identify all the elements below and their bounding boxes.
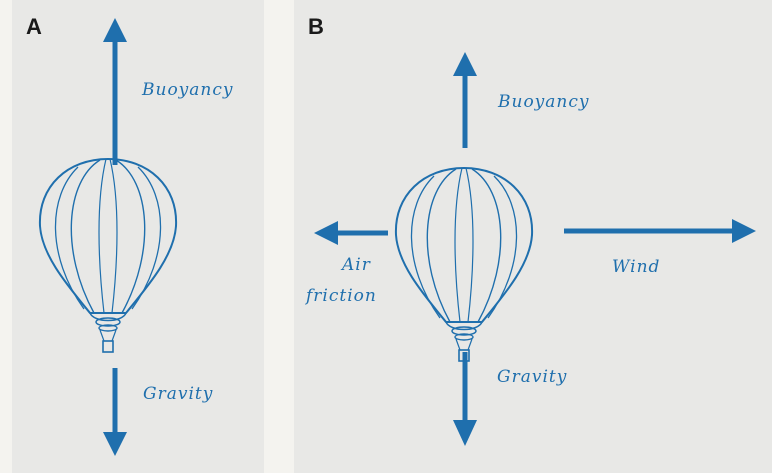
gravity-arrow bbox=[103, 368, 127, 456]
buoyancy-label: Buoyancy bbox=[142, 80, 234, 100]
wind-arrow bbox=[564, 219, 756, 243]
panel-a-letter: A bbox=[26, 14, 42, 39]
air-friction-arrow bbox=[314, 221, 388, 245]
buoyancy-arrow bbox=[453, 52, 477, 148]
panel-a-diagram bbox=[38, 18, 178, 456]
hot-air-balloon-icon bbox=[38, 158, 178, 353]
air-friction-label-line2: friction bbox=[306, 286, 377, 306]
gravity-label: Gravity bbox=[143, 384, 214, 404]
gravity-label: Gravity bbox=[497, 367, 568, 387]
buoyancy-arrow bbox=[103, 18, 127, 165]
hot-air-balloon-icon bbox=[394, 167, 534, 362]
panel-b-diagram bbox=[314, 52, 756, 446]
panel-b-letter: B bbox=[308, 14, 324, 39]
panel-a: A Buoyancy Gravity bbox=[12, 0, 264, 473]
panel-b: B Buoyancy Air friction Wind Gravity bbox=[294, 0, 772, 473]
air-friction-label-line1: Air bbox=[342, 255, 371, 275]
gravity-arrow bbox=[453, 352, 477, 446]
wind-label: Wind bbox=[612, 257, 661, 277]
buoyancy-label: Buoyancy bbox=[498, 92, 590, 112]
